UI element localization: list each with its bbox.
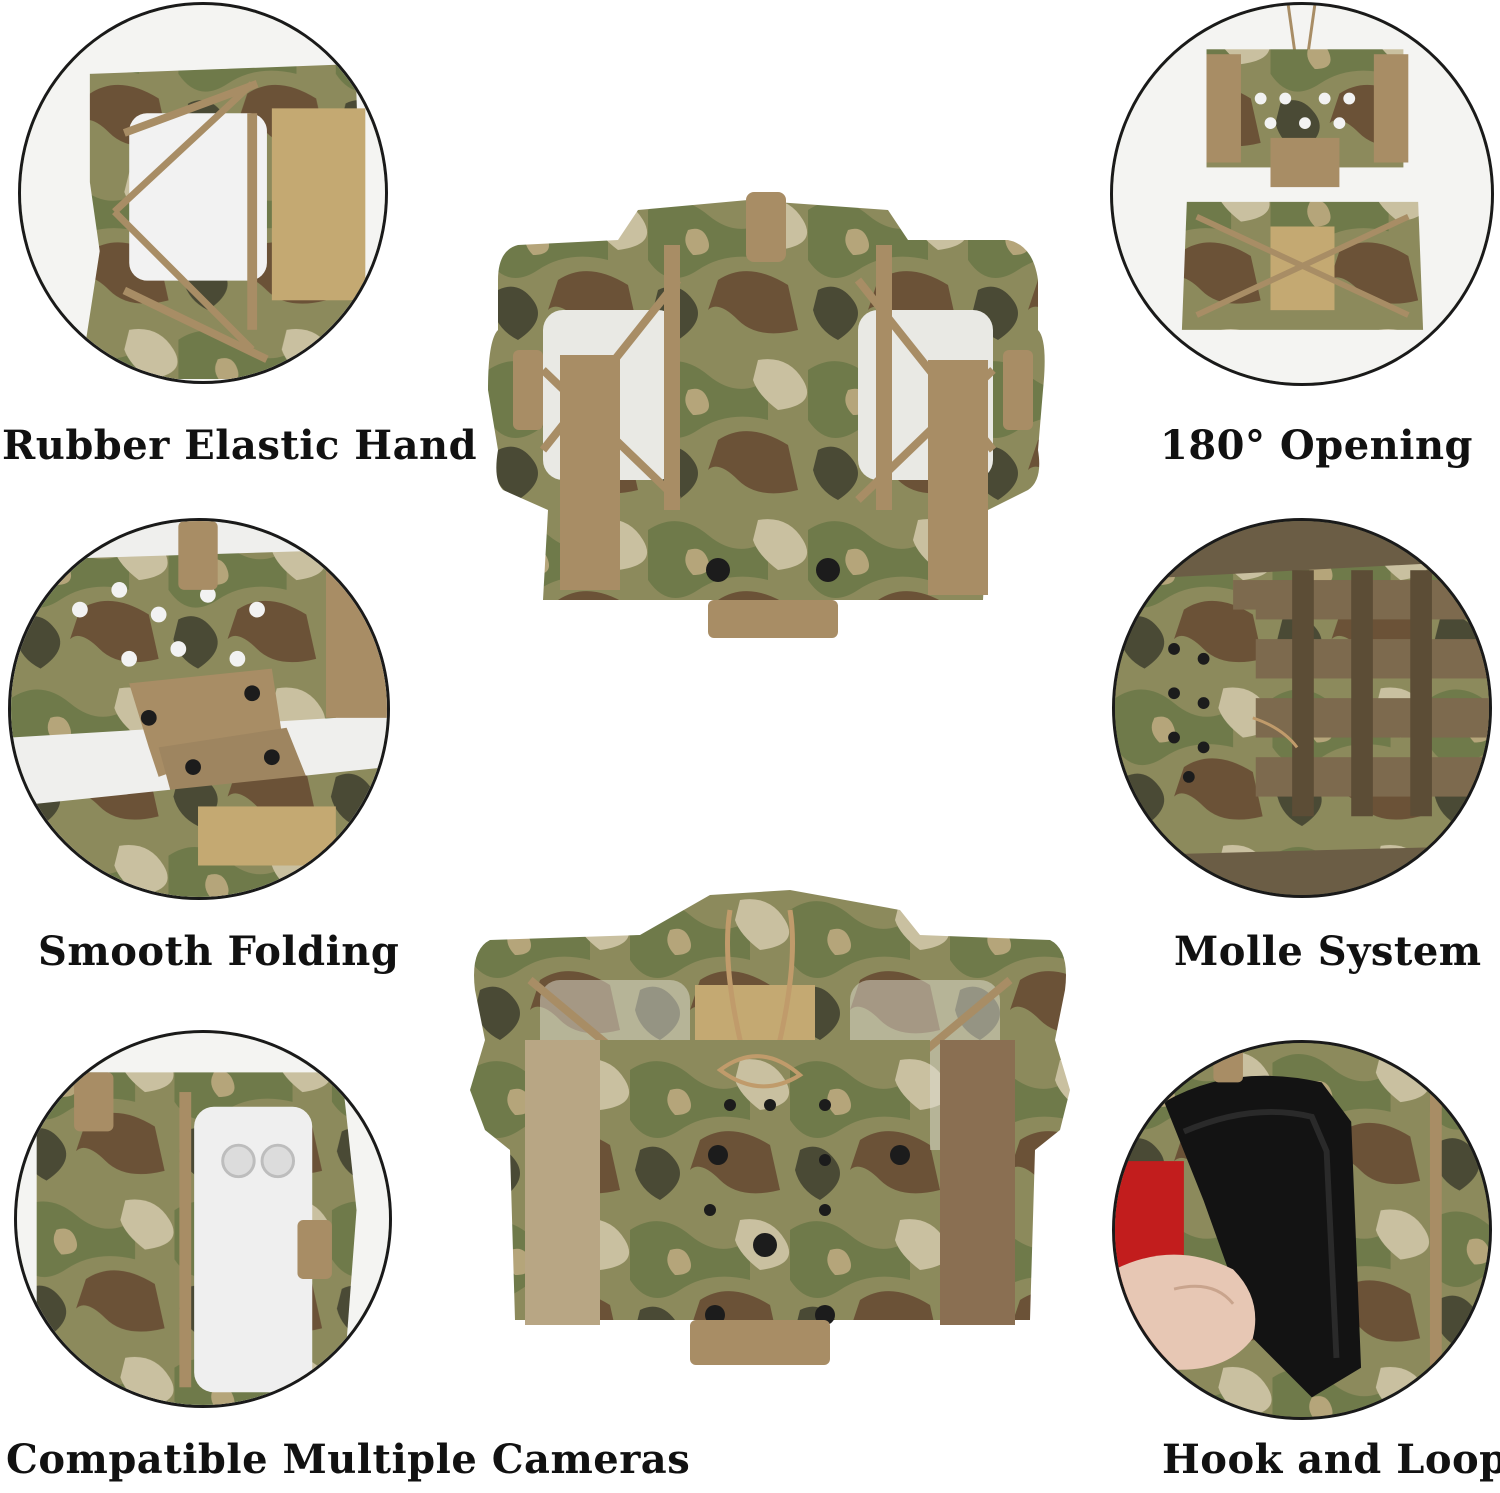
caption-hook-and-loop: Hook and Loop bbox=[1162, 1436, 1500, 1483]
caption-smooth-folding: Smooth Folding bbox=[38, 928, 400, 975]
product-back-view-photo bbox=[470, 890, 1070, 1395]
smooth-folding-detail-photo bbox=[8, 518, 390, 900]
molle-system-detail-photo bbox=[1112, 518, 1492, 898]
caption-rubber-elastic-hand: Rubber Elastic Hand bbox=[2, 422, 478, 469]
caption-180-opening: 180° Opening bbox=[1160, 422, 1474, 469]
rubber-elastic-detail-photo bbox=[18, 2, 388, 384]
product-front-view-photo bbox=[488, 190, 1048, 640]
caption-molle-system: Molle System bbox=[1174, 928, 1482, 975]
camera-compatibility-detail-photo bbox=[14, 1030, 392, 1408]
hook-and-loop-detail-photo bbox=[1112, 1040, 1492, 1420]
opening-180-detail-photo bbox=[1110, 2, 1494, 386]
caption-compatible-multiple-cameras: Compatible Multiple Cameras bbox=[6, 1436, 691, 1483]
